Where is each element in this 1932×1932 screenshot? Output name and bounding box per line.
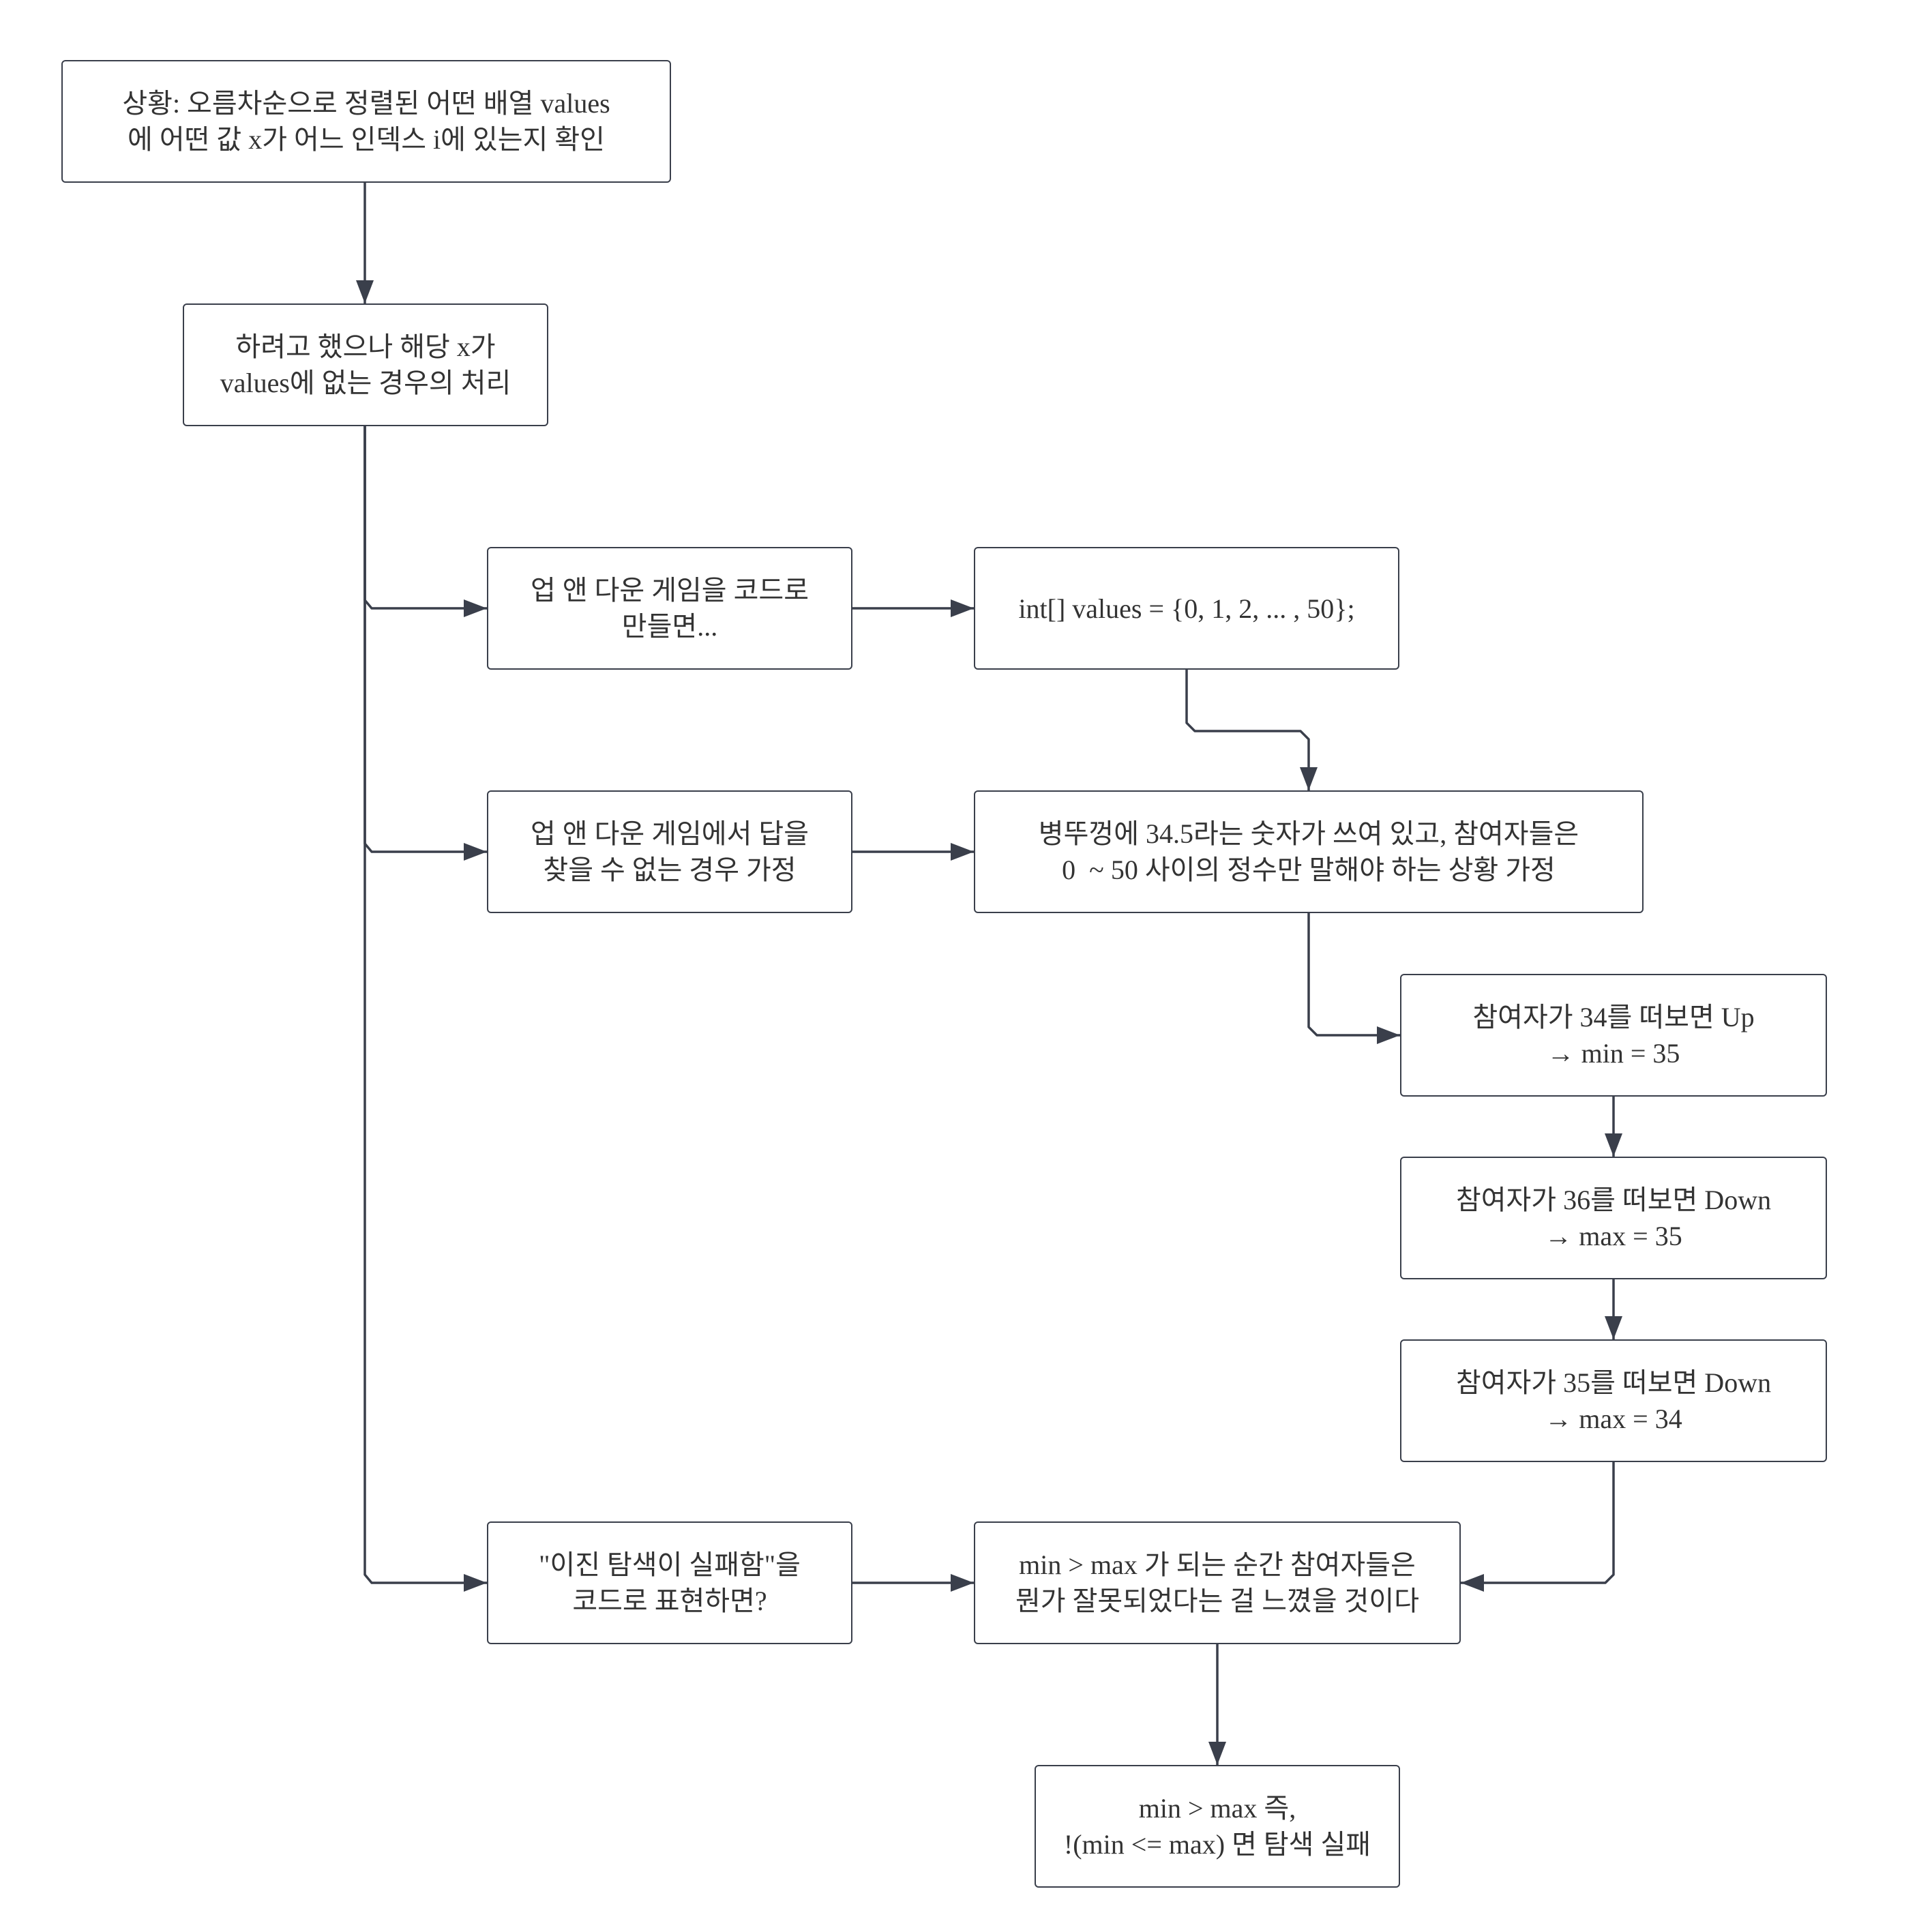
node-text-line: min > max 즉, [1138,1793,1296,1824]
node-missing-value-handling: 하려고 했으나 해당 x가 values에 없는 경우의 처리 [183,303,548,426]
node-text-line: → min = 35 [1547,1038,1680,1069]
connector-n2-to-n3 [363,426,487,617]
node-text-line: "이진 탐색이 실패함"을 [539,1549,801,1580]
node-values-array: int[] values = {0, 1, 2, ... , 50}; [974,547,1399,670]
connector-n2-to-n10 [363,426,487,1592]
node-text-line: 코드로 표현하면? [572,1586,767,1616]
node-text-line: int[] values = {0, 1, 2, ... , 50}; [1018,593,1355,624]
node-text-line: min > max 가 되는 순간 참여자들은 [1019,1549,1416,1580]
node-search-failure-condition: min > max 즉, !(min <= max) 면 탐색 실패 [1035,1765,1400,1888]
node-text-line: 만들면... [621,611,718,642]
node-text-line: → max = 34 [1545,1403,1682,1434]
node-no-answer-assumption: 업 앤 다운 게임에서 답을 찾을 수 없는 경우 가정 [487,790,852,913]
node-text-line: 참여자가 35를 떠보면 Down [1455,1367,1772,1398]
node-text-line: → max = 35 [1545,1221,1682,1251]
node-text-line: 0 ~ 50 사이의 정수만 말해야 하는 상황 가정 [1062,854,1556,885]
node-text-line: !(min <= max) 면 탐색 실패 [1063,1829,1371,1860]
connector-n2-to-n5 [363,426,487,861]
node-express-failure-in-code: "이진 탐색이 실패함"을 코드로 표현하면? [487,1521,852,1644]
node-text-line: 참여자가 36를 떠보면 Down [1455,1185,1772,1215]
connector-n9-to-n11 [1461,1462,1615,1592]
node-bottlecap-scenario: 병뚜껑에 34.5라는 숫자가 쓰여 있고, 참여자들은 0 ~ 50 사이의 … [974,790,1644,913]
node-text-line: 업 앤 다운 게임에서 답을 [531,818,809,849]
node-text-line: values에 없는 경우의 처리 [220,368,511,398]
node-text-line: 업 앤 다운 게임을 코드로 [531,575,809,606]
node-guess-34-up: 참여자가 34를 떠보면 Up → min = 35 [1400,974,1827,1097]
node-guess-36-down: 참여자가 36를 떠보면 Down → max = 35 [1400,1157,1827,1279]
node-situation: 상황: 오름차순으로 정렬된 어떤 배열 values 에 어떤 값 x가 어느… [61,60,671,183]
node-text-line: 에 어떤 값 x가 어느 인덱스 i에 있는지 확인 [128,124,605,155]
node-min-greater-than-max: min > max 가 되는 순간 참여자들은 뭔가 잘못되었다는 걸 느꼈을 … [974,1521,1461,1644]
connector-n4-to-n6 [1185,670,1318,790]
node-text-line: 참여자가 34를 떠보면 Up [1472,1002,1755,1032]
node-text-line: 병뚜껑에 34.5라는 숫자가 쓰여 있고, 참여자들은 [1038,818,1579,849]
node-updown-game-code: 업 앤 다운 게임을 코드로 만들면... [487,547,852,670]
node-text-line: 상황: 오름차순으로 정렬된 어떤 배열 values [122,88,610,119]
node-guess-35-down: 참여자가 35를 떠보면 Down → max = 34 [1400,1339,1827,1462]
node-text-line: 찾을 수 없는 경우 가정 [543,854,797,885]
node-text-line: 뭔가 잘못되었다는 걸 느꼈을 것이다 [1015,1586,1419,1616]
connector-n6-to-n7 [1307,913,1400,1044]
node-text-line: 하려고 했으나 해당 x가 [235,331,496,362]
